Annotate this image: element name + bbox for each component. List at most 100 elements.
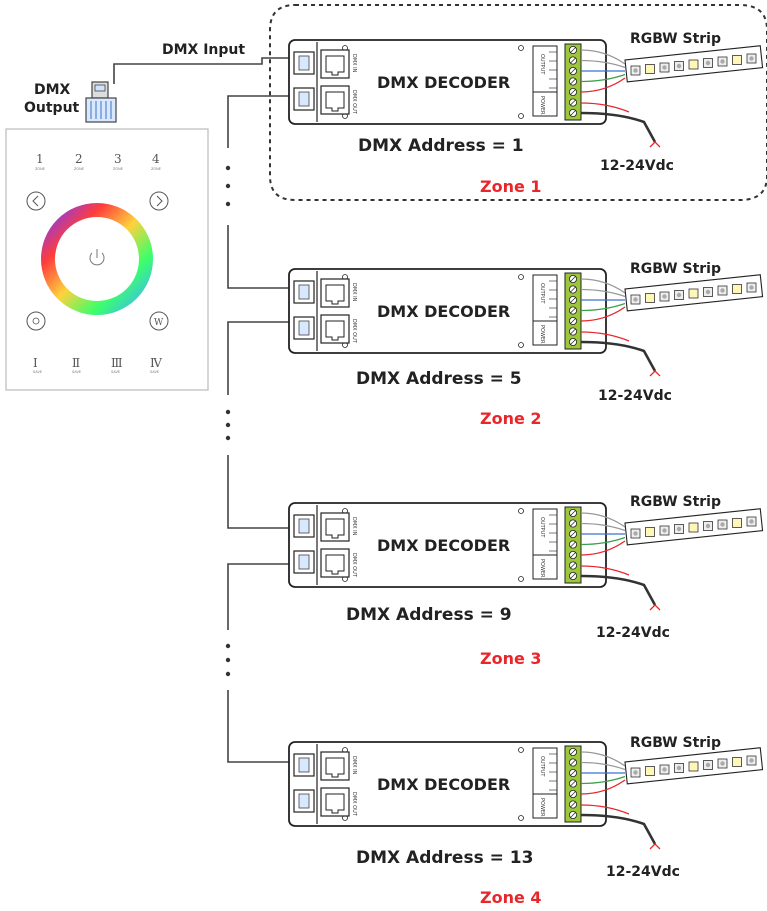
power-icon xyxy=(89,249,105,266)
dmx-out-label: DMX OUT xyxy=(351,319,357,344)
dmx-address-label: DMX Address = 13 xyxy=(356,848,533,868)
zone-label: Zone 3 xyxy=(480,649,542,668)
dmx-address-label: DMX Address = 5 xyxy=(356,369,522,389)
touch-panel-controller: 1 2 3 4 ZONE ZONE ZONE ZONE W xyxy=(5,128,209,391)
power-label: POWER xyxy=(539,559,545,578)
terminal-block xyxy=(564,745,582,823)
panel-scene-1: Ⅰ xyxy=(33,356,38,370)
dmx-address-label: DMX Address = 9 xyxy=(346,605,512,625)
panel-scene-1-sub: SAVE xyxy=(33,370,42,374)
dmx-out-label: DMX OUT xyxy=(351,90,357,115)
rgbw-led-strip xyxy=(624,508,764,546)
power-label: POWER xyxy=(539,798,545,817)
supply-voltage-label: 12-24Vdc xyxy=(596,625,670,641)
dmx-out-connector xyxy=(293,550,315,574)
decoder-title: DMX DECODER xyxy=(377,73,510,92)
decoder-unit-3: DMX IN DMX OUT DMX DECODER OUTPUT POWER RGBW … xyxy=(288,494,764,668)
dmx-in-label: DMX IN xyxy=(351,517,357,536)
dmx-out-label: DMX OUT xyxy=(351,792,357,817)
panel-scene-4-sub: SAVE xyxy=(150,370,159,374)
rgbw-strip-label: RGBW Strip xyxy=(630,494,721,510)
dmx-in-connector xyxy=(293,51,315,75)
decoder-housing xyxy=(288,268,607,354)
dmx-output-label-line1: DMX xyxy=(34,82,71,98)
zone-label: Zone 4 xyxy=(480,888,542,907)
dmx-in-port xyxy=(320,751,350,781)
dmx-output-label-line2: Output xyxy=(24,100,80,116)
dmx-out-connector xyxy=(293,789,315,813)
panel-zone-3-sub: ZONE xyxy=(113,167,123,171)
output-label: OUTPUT xyxy=(539,756,545,777)
chevron-left-icon xyxy=(26,191,46,211)
dmx-in-label: DMX IN xyxy=(351,283,357,302)
dmx-output-device xyxy=(85,81,117,123)
decoder-unit-2: DMX IN DMX OUT DMX DECODER OUTPUT POWER RGBW … xyxy=(288,261,764,428)
rgbw-led-strip xyxy=(624,45,764,83)
decoder-title: DMX DECODER xyxy=(377,536,510,555)
chain-ellipsis-dots xyxy=(225,165,231,677)
power-label: POWER xyxy=(539,325,545,344)
dmx-daisy-chain xyxy=(113,57,292,763)
panel-scene-3: Ⅲ xyxy=(111,356,123,370)
dmx-in-connector xyxy=(293,753,315,777)
decoder-housing xyxy=(288,39,607,125)
zone-label: Zone 1 xyxy=(480,177,542,196)
output-label: OUTPUT xyxy=(539,54,545,75)
decoder-housing xyxy=(288,741,607,827)
rgbw-strip-label: RGBW Strip xyxy=(630,735,721,751)
decoder-unit-4: DMX IN DMX OUT DMX DECODER OUTPUT POWER RGBW … xyxy=(288,735,764,907)
decoder-title: DMX DECODER xyxy=(377,302,510,321)
panel-scene-3-sub: SAVE xyxy=(111,370,120,374)
rgbw-strip-label: RGBW Strip xyxy=(630,261,721,277)
panel-zone-2-sub: ZONE xyxy=(74,167,84,171)
chevron-right-icon xyxy=(149,191,169,211)
color-wheel xyxy=(41,203,153,315)
power-label: POWER xyxy=(539,96,545,115)
decoder-units: DMX IN DMX OUT DMX DECODER OUTPUT POWER RGBW … xyxy=(288,31,764,907)
svg-text:W: W xyxy=(154,318,164,328)
supply-voltage-label: 12-24Vdc xyxy=(606,864,680,880)
dmx-out-label: DMX OUT xyxy=(351,553,357,578)
dmx-in-port xyxy=(320,512,350,542)
zone-label: Zone 2 xyxy=(480,409,542,428)
zone-1-highlight xyxy=(269,4,767,201)
dmx-address-label: DMX Address = 1 xyxy=(358,136,524,156)
panel-zone-1: 1 xyxy=(36,152,44,166)
white-button: W xyxy=(149,311,169,331)
terminal-block xyxy=(564,506,582,584)
rgbw-led-strip xyxy=(624,274,764,312)
rgbw-led-strip xyxy=(624,747,764,785)
panel-zone-1-sub: ZONE xyxy=(35,167,45,171)
output-label: OUTPUT xyxy=(539,283,545,304)
output-label: OUTPUT xyxy=(539,517,545,538)
decoder-title: DMX DECODER xyxy=(377,775,510,794)
decoder-unit-1: DMX IN DMX OUT DMX DECODER OUTPUT POWER RGBW … xyxy=(288,31,764,196)
supply-voltage-label: 12-24Vdc xyxy=(598,388,672,404)
dmx-in-label: DMX IN xyxy=(351,756,357,775)
panel-scene-2-sub: SAVE xyxy=(72,370,81,374)
dmx-in-label: DMX IN xyxy=(351,54,357,73)
terminal-block xyxy=(564,272,582,350)
dmx-in-port xyxy=(320,49,350,79)
panel-zone-4: 4 xyxy=(152,152,160,166)
dmx-out-port xyxy=(320,314,350,344)
dmx-input-label: DMX Input xyxy=(162,42,245,58)
panel-zone-3: 3 xyxy=(114,152,122,166)
rgbw-strip-label: RGBW Strip xyxy=(630,31,721,47)
dmx-in-port xyxy=(320,278,350,308)
terminal-block xyxy=(564,43,582,121)
mode-icon xyxy=(26,311,46,331)
dmx-out-port xyxy=(320,787,350,817)
dmx-in-connector xyxy=(293,514,315,538)
dmx-out-port xyxy=(320,85,350,115)
panel-zone-4-sub: ZONE xyxy=(151,167,161,171)
decoder-housing xyxy=(288,502,607,588)
dmx-out-port xyxy=(320,548,350,578)
supply-voltage-label: 12-24Vdc xyxy=(600,158,674,174)
dmx-out-connector xyxy=(293,316,315,340)
panel-zone-2: 2 xyxy=(75,152,83,166)
panel-scene-4: Ⅳ xyxy=(150,356,163,370)
panel-scene-2: Ⅱ xyxy=(72,356,80,370)
dmx-out-connector xyxy=(293,87,315,111)
